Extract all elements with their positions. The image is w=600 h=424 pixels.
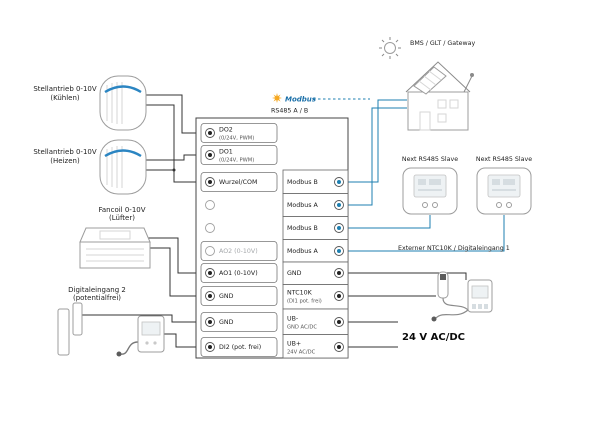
wire-junction (172, 168, 176, 172)
terminal-gnd-2: GND (200, 312, 278, 332)
terminal-sublabel: 24V AC/DC (287, 350, 316, 356)
terminal-do2: DO2 (0/24V, PWM) (200, 123, 278, 143)
terminal-label: GND (287, 270, 302, 277)
terminal-wurzel-com: Wurzel/COM (200, 172, 278, 192)
controller-block: DO2 (0/24V, PWM) DO1 (0/24V, PWM) Wurzel… (195, 117, 349, 359)
terminal-label: GND (219, 293, 234, 300)
terminal-sublabel: GND AC/DC (287, 325, 317, 331)
thermostat-slave1-icon (402, 167, 458, 215)
external-input-label: Externer NTC10K / Digitaleingang 1 (398, 245, 510, 252)
terminal-ub-plus: UB+ 24V AC/DC (282, 334, 349, 359)
terminal-ntc10k: NTC10K (DI1 pot. frei) (282, 284, 349, 310)
modbus-logo: Modbus RS485 A / B (271, 93, 316, 115)
terminal-unused-2 (205, 223, 215, 233)
terminal-label: Wurzel/COM (219, 179, 257, 186)
terminal-sublabel: (DI1 pot. frei) (287, 299, 322, 305)
terminal-label: UB+ (287, 341, 301, 348)
terminal-ub-minus: UB- GND AC/DC (282, 308, 349, 335)
ntc-sensor-icon (431, 271, 493, 322)
slave2-label: Next RS485 Slave (476, 156, 532, 163)
wire-fancoil-gnd (148, 247, 203, 297)
terminal-ao2: AO2 (0-10V) (200, 241, 278, 261)
wire-contact-gnd (82, 314, 203, 323)
digital-input2-sublabel: (potentialfrei) (73, 294, 121, 302)
fancoil-sublabel: (Lüfter) (109, 214, 135, 222)
wire-modbusB-slave1 (345, 215, 431, 229)
terminal-do1: DO1 (0/24V, PWM) (200, 145, 278, 165)
terminal-gnd-1: GND (200, 286, 278, 306)
terminal-modbus-a2: Modbus A (282, 239, 349, 263)
terminal-label: Modbus B (287, 179, 318, 186)
terminal-label: Modbus B (287, 225, 318, 232)
actuator-cooling-sublabel: (Kühlen) (50, 94, 80, 102)
terminal-unused-1 (205, 200, 215, 210)
modbus-star-icon (272, 93, 282, 103)
actuator-heating-icon (99, 139, 147, 195)
wire-sensor-di2 (164, 333, 203, 348)
terminal-label: DO1 (219, 149, 233, 156)
door-contact-icon (57, 302, 83, 356)
terminal-gnd-right: GND (282, 261, 349, 285)
terminal-modbus-b1: Modbus B (282, 169, 349, 194)
terminal-label: GND (219, 319, 234, 326)
terminal-modbus-b2: Modbus B (282, 216, 349, 240)
terminal-sublabel: (0/24V, PWM) (219, 136, 254, 142)
terminal-label: AO2 (0-10V) (219, 248, 258, 255)
power-label: 24 V AC/DC (402, 332, 465, 343)
fancoil-label: Fancoil 0-10V (98, 206, 145, 214)
wire-modbusB-gateway (345, 99, 407, 183)
terminal-label: DO2 (219, 127, 233, 134)
terminal-di2: DI2 (pot. frei) (200, 337, 278, 357)
terminal-modbus-a1: Modbus A (282, 193, 349, 217)
wire-heizen-do1 (146, 154, 203, 161)
terminal-sublabel: (0/24V, PWM) (219, 158, 254, 164)
wire-modbusA-gateway (345, 107, 407, 206)
cable-sensor-icon (116, 315, 165, 357)
wire-layer (82, 94, 505, 348)
terminal-label: Modbus A (287, 202, 319, 209)
terminal-label: NTC10K (287, 290, 313, 297)
terminal-ao1: AO1 (0-10V) (200, 263, 278, 283)
sun-icon (379, 37, 401, 59)
terminal-label: UB- (287, 316, 298, 323)
actuator-cooling-label: Stellantrieb 0-10V (33, 85, 97, 93)
modbus-brand-label: Modbus (285, 96, 316, 104)
wire-modbusA-slave2 (345, 215, 505, 252)
terminal-label: DI2 (pot. frei) (219, 344, 261, 351)
gateway-label: BMS / GLT / Gateway (410, 40, 475, 47)
terminal-label: AO1 (0-10V) (219, 270, 258, 277)
thermostat-slave2-icon (476, 167, 532, 215)
actuator-heating-sublabel: (Heizen) (50, 157, 80, 165)
wire-kuehlen-do2 (146, 94, 203, 134)
terminal-label: Modbus A (287, 248, 319, 255)
wire-kuehlen-com (146, 104, 203, 183)
wire-gnd-ntc (345, 272, 467, 280)
building-icon (405, 61, 474, 131)
slave1-label: Next RS485 Slave (402, 156, 458, 163)
fancoil-icon (79, 227, 151, 269)
actuator-cooling-icon (99, 75, 147, 131)
actuator-heating-label: Stellantrieb 0-10V (33, 148, 97, 156)
digital-input2-label: Digitaleingang 2 (68, 286, 126, 294)
rs485-label: RS485 A / B (271, 108, 308, 115)
wire-fancoil-ao1 (148, 237, 203, 274)
